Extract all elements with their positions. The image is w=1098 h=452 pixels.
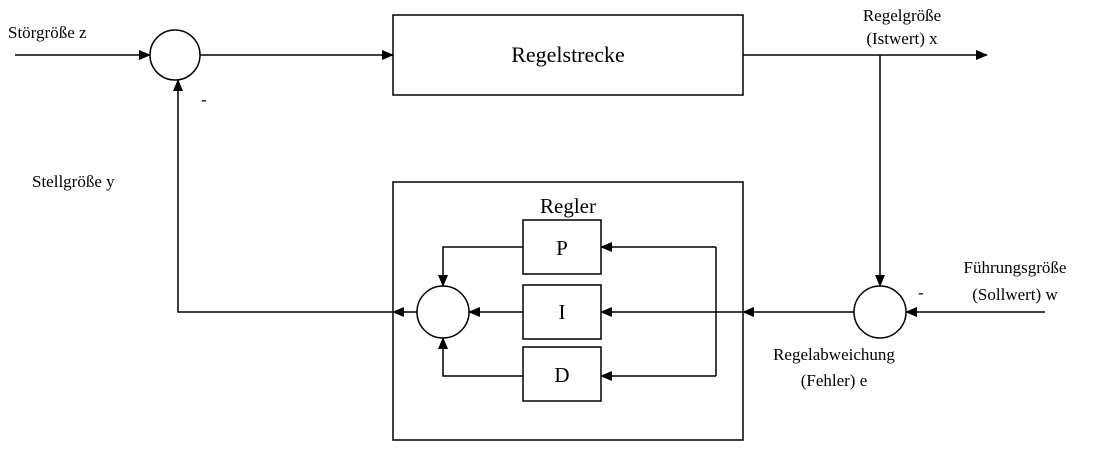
minus-sign-top: - (201, 90, 207, 109)
plant-label: Regelstrecke (511, 42, 625, 67)
i-label: I (559, 300, 566, 324)
p-output-arrow (438, 246, 523, 287)
d-label: D (554, 363, 569, 387)
minus-sign-right: - (918, 283, 924, 302)
manipulated-variable-arrow (173, 79, 393, 313)
error-label-line2: (Fehler) e (801, 371, 868, 390)
error-label-line1: Regelabweichung (773, 345, 895, 364)
disturbance-label: Störgröße z (8, 23, 87, 42)
d-output-arrow (438, 337, 523, 377)
controlled-variable-label-line1: Regelgröße (863, 6, 941, 25)
disturbance-summing-junction (149, 29, 201, 81)
reference-label-line1: Führungsgröße (964, 258, 1067, 277)
reference-label-line2: (Sollwert) w (972, 285, 1058, 304)
controller-label: Regler (540, 194, 596, 218)
p-label: P (556, 236, 568, 260)
manipulated-variable-label: Stellgröße y (32, 172, 115, 191)
pid-summing-junction (416, 285, 470, 339)
error-summing-junction (853, 285, 907, 339)
controlled-variable-label-line2: (Istwert) x (866, 29, 938, 48)
